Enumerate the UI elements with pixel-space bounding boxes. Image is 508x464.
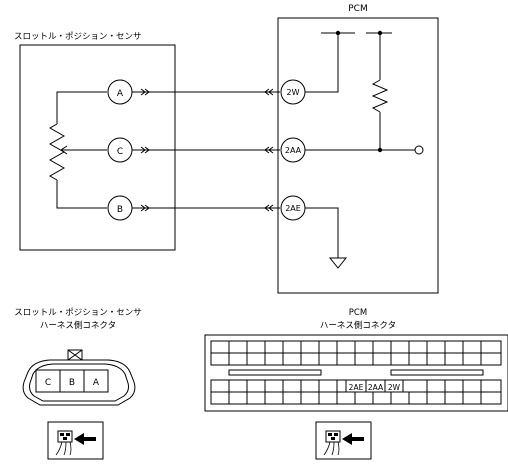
sensor-connector-cell-b: B (69, 378, 75, 388)
pcm-connector-face (204, 334, 508, 412)
pcm-pin-2aa-label: 2AA (285, 146, 302, 155)
pcm-connector-title-2: ハーネス側コネクタ (320, 320, 396, 331)
pcm-pin-2w-label: 2W (287, 88, 300, 97)
pcm-box (277, 17, 439, 294)
pcm-pin-2ae-label: 2AE (285, 204, 301, 213)
pcm-connector-pin-2aa: 2AA (368, 383, 384, 392)
sensor-pin-a: A (107, 79, 133, 105)
pcm-pin-2ae: 2AE (280, 195, 306, 221)
sensor-pin-c: C (107, 137, 133, 163)
pcm-title: PCM (348, 4, 367, 14)
sensor-connector-title-1: スロットル・ポジション・センサ (14, 308, 142, 318)
sensor-pin-c-label: C (117, 147, 123, 157)
pcm-pin-2w: 2W (280, 79, 306, 105)
pcm-connector-title-1: PCM (349, 308, 367, 318)
harness-wires (132, 91, 280, 209)
connector-markers (140, 88, 274, 212)
junction-dots (335, 30, 383, 153)
sensor-pin-a-label: A (117, 89, 124, 99)
sensor-connector-cell-c: C (45, 378, 51, 388)
pcm-connector-pin-2ae: 2AE (349, 383, 364, 392)
sensor-connector-title-2: ハーネス側コネクタ (40, 320, 116, 331)
connector-view-icon (315, 421, 372, 460)
sensor-title: スロットル・ポジション・センサ (14, 32, 142, 42)
sensor-pin-b: B (107, 195, 133, 221)
pcm-connector-pin-2w: 2W (388, 383, 401, 392)
potentiometer-symbol (48, 91, 107, 209)
pcm-internal-circuit (305, 32, 424, 269)
sensor-connector-cell-a: A (93, 378, 100, 388)
sensor-pin-b-label: B (117, 205, 123, 215)
pcm-pin-2aa: 2AA (280, 137, 306, 163)
connector-view-icon (47, 421, 104, 460)
sensor-box (19, 44, 176, 251)
sensor-connector-face (22, 349, 136, 406)
